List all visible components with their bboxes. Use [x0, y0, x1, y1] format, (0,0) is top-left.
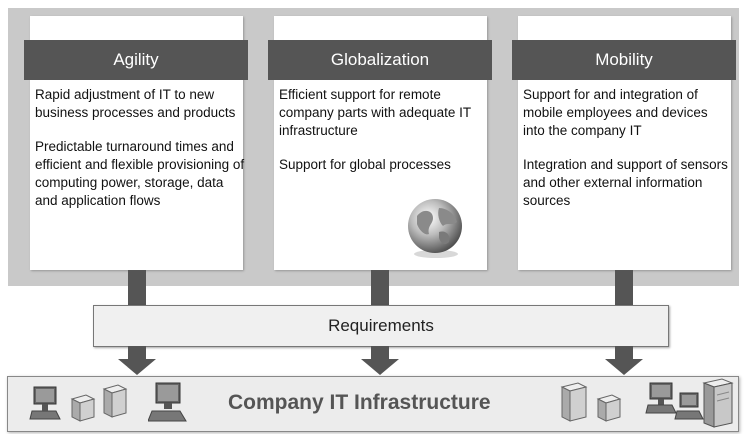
pillar-card-agility: Agility Rapid adjustment of IT to new bu… — [24, 16, 248, 270]
server-icon — [702, 378, 734, 428]
arrow-stem — [615, 346, 633, 360]
pillar-paragraph: Rapid adjustment of IT to new business p… — [35, 87, 236, 120]
connector-stem — [615, 270, 633, 306]
arrow-stem — [371, 346, 389, 360]
connector-stem — [128, 270, 146, 306]
workstation-icon — [674, 392, 704, 420]
pillar-card-globalization: Globalization Efficient support for remo… — [268, 16, 492, 270]
pillar-paragraph: Support for global processes — [279, 157, 451, 172]
pillar-title: Agility — [24, 40, 248, 80]
arrow-down-icon — [605, 359, 643, 375]
arrow-stem — [128, 346, 146, 360]
requirements-bar: Requirements — [93, 305, 669, 347]
pillar-title: Globalization — [268, 40, 492, 80]
pillar-paragraph: Support for and integration of mobile em… — [523, 87, 708, 138]
workstation-icon — [148, 382, 187, 422]
pillar-description: Efficient support for remote company par… — [279, 86, 489, 190]
arrow-down-icon — [118, 359, 156, 375]
pillar-title: Mobility — [512, 40, 736, 80]
arrow-down-icon — [361, 359, 399, 375]
pillar-description: Rapid adjustment of IT to new business p… — [35, 86, 245, 226]
pillar-paragraph: Predictable turnaround times and efficie… — [35, 139, 245, 208]
server-icon — [596, 394, 622, 422]
workstation-icon — [645, 382, 677, 414]
connector-stem — [371, 270, 389, 306]
infrastructure-label: Company IT Infrastructure — [228, 391, 491, 414]
server-icon — [70, 394, 96, 422]
pillar-paragraph: Efficient support for remote company par… — [279, 87, 471, 138]
workstation-icon — [29, 386, 61, 420]
server-icon — [560, 382, 588, 422]
server-icon — [102, 384, 128, 418]
pillar-card-mobility: Mobility Support for and integration of … — [512, 16, 736, 270]
pillar-description: Support for and integration of mobile em… — [523, 86, 733, 226]
pillar-paragraph: Integration and support of sensors and o… — [523, 157, 728, 208]
globe-icon — [408, 199, 462, 258]
infrastructure-bar: Company IT Infrastructure — [7, 376, 739, 432]
